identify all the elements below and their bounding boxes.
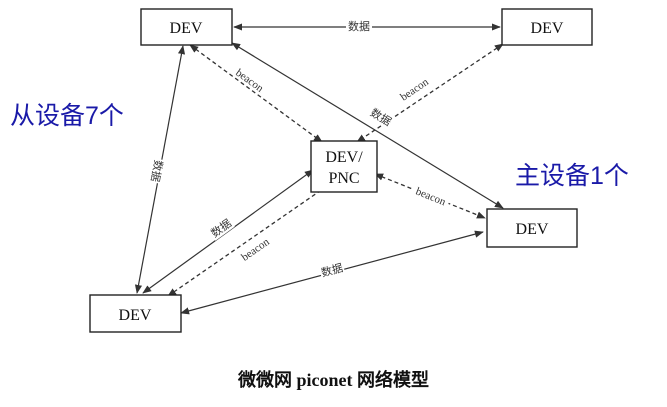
dev-node-bottom-left: DEV: [89, 294, 182, 333]
figure-caption: 微微网 piconet 网络模型: [238, 370, 429, 390]
dev-node-top-left-label: DEV: [170, 20, 203, 37]
dev-node-bottom-left-label: DEV: [119, 307, 152, 324]
edge-label-top-data: 数据: [348, 19, 370, 33]
dev-node-right: DEV: [486, 208, 578, 248]
pnc-node-label-line1: DEV/: [325, 149, 363, 166]
dev-node-top-right-label: DEV: [531, 20, 564, 37]
dev-node-right-label: DEV: [516, 221, 549, 238]
edge-label-top-right-beacon: beacon: [398, 76, 431, 104]
dev-node-top-left: DEV: [140, 8, 233, 46]
edge-top-right-beacon: [356, 43, 504, 143]
master-device-annotation: 主设备1个: [515, 162, 629, 190]
slave-device-annotation: 从设备7个: [10, 102, 124, 130]
pnc-node-label-line2: PNC: [328, 170, 359, 187]
edge-top-left-beacon: [189, 44, 323, 143]
edge-label-bottom-left-beacon: beacon: [239, 236, 272, 264]
edge-label-left-vertical-data: 数据: [148, 159, 166, 183]
pnc-node: DEV/ PNC: [310, 140, 378, 193]
dev-node-top-right: DEV: [501, 8, 593, 46]
